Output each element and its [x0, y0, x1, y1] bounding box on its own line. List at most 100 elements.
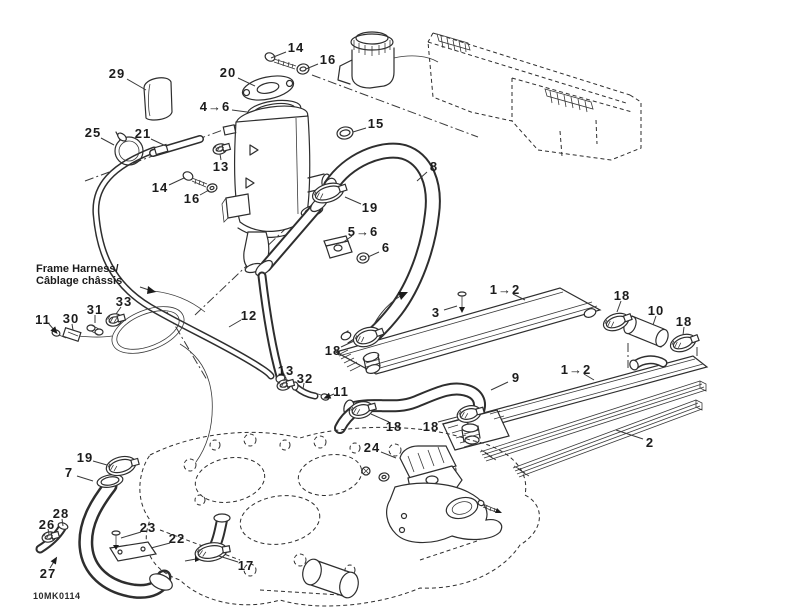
hose-clamp-icon: [311, 182, 348, 204]
hose-7: [78, 474, 173, 599]
callout-label: 25: [85, 125, 101, 140]
callout-leader-line: [302, 382, 305, 390]
callout-label: 7: [65, 465, 73, 480]
nut-icon: [356, 252, 370, 264]
callout-label: 13: [278, 363, 294, 378]
callout: 2: [615, 429, 653, 450]
callout: 10: [648, 303, 664, 326]
callout: 32: [297, 371, 313, 390]
callout-leader-line: [380, 451, 397, 459]
callout: 11: [35, 312, 58, 334]
panel-inlet-spigot: [340, 330, 355, 344]
callout-leader-line: [305, 63, 319, 70]
tank-cap-plate: [241, 75, 295, 101]
callout-leader-line: [231, 109, 248, 113]
callout-leader-line: [150, 138, 167, 147]
callout: 19: [344, 196, 377, 215]
callout: 9: [490, 370, 520, 391]
hose-clamp-icon: [194, 542, 231, 562]
coolant-tank-assembly: [182, 52, 353, 274]
hose-clamp-icon: [41, 530, 61, 543]
callout-leader-line: [199, 189, 210, 196]
callout-leader-line: [237, 77, 256, 87]
callout: 18: [676, 314, 692, 336]
cooler-rail-b: [512, 399, 703, 478]
bolt-top: [264, 52, 297, 70]
connector-30: [62, 326, 82, 342]
connector-31: [86, 324, 104, 336]
callout-label: 28: [53, 506, 69, 521]
callout-leader-line: [283, 374, 286, 382]
callout: 1→2: [561, 362, 595, 381]
callout-label: 17: [238, 558, 254, 573]
callout-label: 16: [320, 52, 336, 67]
drain-fitting: [362, 351, 381, 374]
callout: 20: [220, 65, 256, 87]
callout-label: 8: [430, 159, 438, 174]
callout-label: 32: [297, 371, 313, 386]
screw-23: [111, 530, 121, 550]
callout: 15: [352, 116, 383, 133]
callout-leader-line: [228, 319, 242, 328]
sleeve-29: [143, 77, 173, 121]
callout: 22: [150, 531, 184, 549]
hose-clamp-icon: [348, 401, 378, 419]
ring-25: [114, 131, 144, 166]
callout: 14: [270, 40, 303, 59]
grip-strip: [436, 33, 594, 113]
callout-leader-line: [616, 300, 622, 313]
rear-panel-elbow: [629, 355, 668, 371]
frame-harness: [51, 290, 330, 463]
hose-clamp-icon: [669, 333, 700, 353]
callout-leader-line: [115, 306, 122, 315]
callout-leader-line: [270, 51, 287, 59]
callout: 14: [152, 177, 185, 195]
callout-arrowhead: [323, 392, 332, 399]
callout-leader-line: [76, 475, 94, 482]
callout-label: 31: [87, 302, 103, 317]
callout-label: 10: [648, 303, 664, 318]
callout-label: 18: [676, 314, 692, 329]
callout: 13: [213, 153, 229, 174]
callout-label: 9: [512, 370, 520, 385]
callout: 12: [228, 308, 256, 328]
callout: 18: [370, 413, 401, 434]
callout: 23: [120, 520, 156, 539]
callout-label: 13: [213, 159, 229, 174]
callout-leader-line: [583, 373, 595, 381]
callout: 29: [109, 66, 147, 91]
callout: 7: [65, 465, 94, 482]
callout: 26: [39, 517, 55, 535]
callout-leader-line: [490, 381, 509, 391]
callout-leader-line: [652, 315, 657, 326]
callout: 6: [367, 240, 389, 258]
callout-label: 20: [220, 65, 236, 80]
callout-leader-line: [443, 305, 458, 311]
callout: 18: [423, 416, 458, 434]
callout: 25: [85, 125, 115, 146]
callout-label: 26: [39, 517, 55, 532]
callout-leader-line: [71, 323, 74, 331]
callout-arrowhead: [50, 326, 58, 334]
tube-21: [149, 135, 204, 157]
callout-leader-line: [340, 340, 355, 348]
callout-label: 1→2: [490, 282, 520, 297]
tunnel-frame-phantom: [337, 31, 642, 161]
callout-label: 19: [77, 450, 93, 465]
callout-leader-line: [437, 416, 458, 423]
callout-label: 4→6: [200, 99, 230, 114]
callout-label: 30: [63, 311, 79, 326]
callout-label: 24: [364, 440, 380, 455]
callout-leader-line: [120, 531, 142, 539]
callout-leader-line: [352, 127, 367, 133]
hose-clamp-icon: [456, 405, 486, 423]
callout-leader-line: [61, 518, 64, 527]
nut-icon: [296, 63, 310, 75]
callout-leader-line: [512, 293, 526, 301]
callout-label: 23: [140, 520, 156, 535]
callout-leader-line: [47, 528, 50, 535]
harness-note: Frame Harness/ Câblage châssis: [36, 263, 156, 294]
